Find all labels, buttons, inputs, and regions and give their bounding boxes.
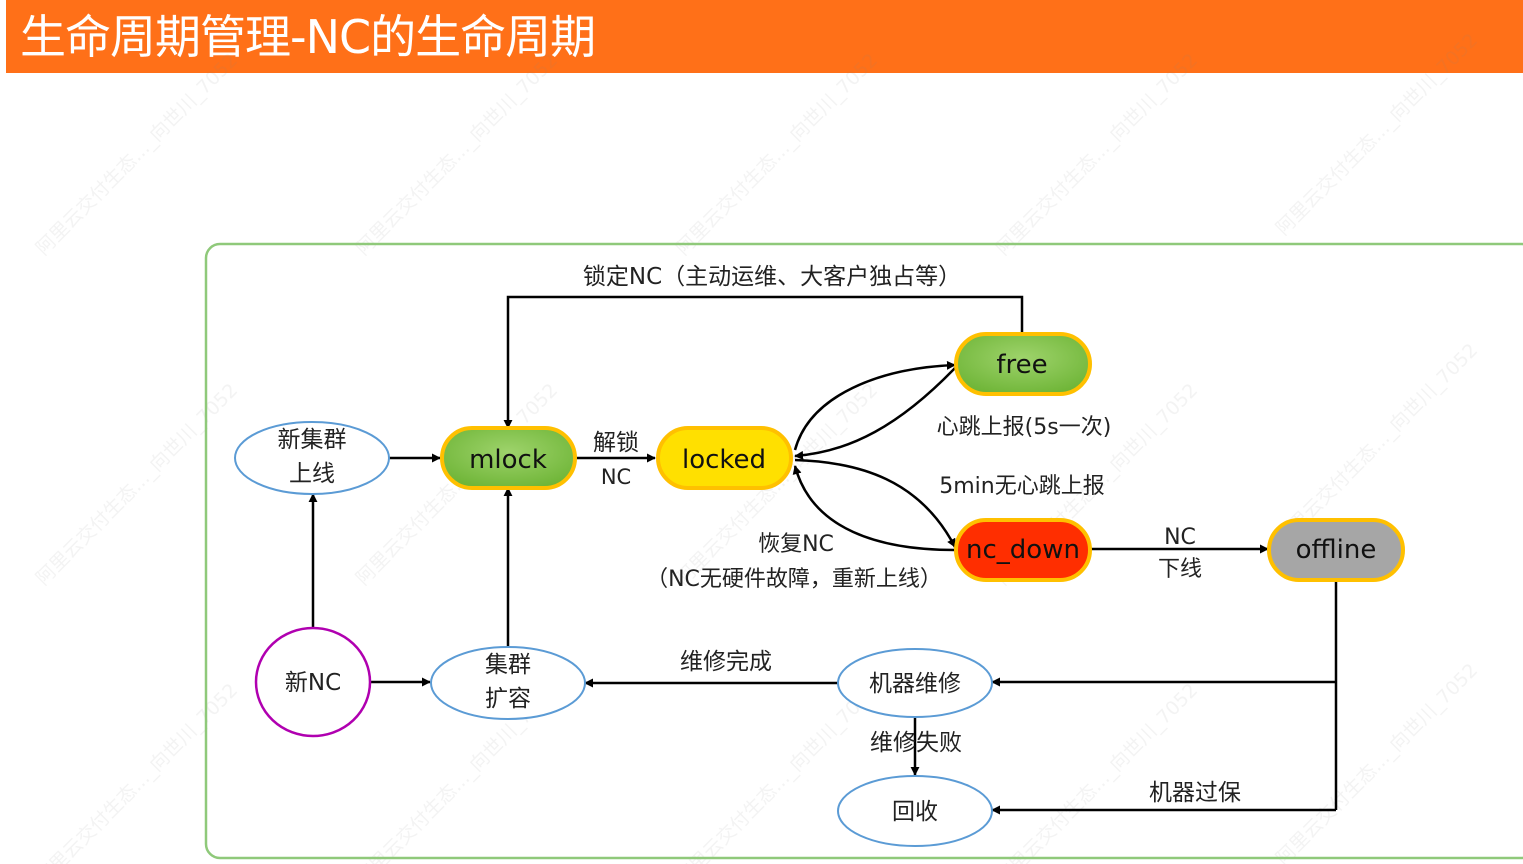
watermark-text: 阿里云交付生态..._向世川_7052 [352, 49, 562, 259]
node-machine-repair: 机器维修 [837, 648, 993, 718]
label-recover-line2: （NC无硬件故障，重新上线） [646, 567, 942, 592]
label-unlock-line2: NC [601, 465, 631, 489]
watermark-text: 阿里云交付生态..._向世川_7052 [992, 679, 1202, 864]
watermark-text: 阿里云交付生态..._向世川_7052 [1272, 29, 1482, 239]
diagram-frame [204, 242, 1523, 860]
state-free: free [954, 332, 1092, 396]
label-no-heartbeat: 5min无心跳上报 [939, 474, 1104, 499]
node-recycle-label: 回收 [892, 799, 938, 825]
node-machine-repair-label: 机器维修 [869, 671, 961, 697]
label-lock-nc: 锁定NC（主动运维、大客户独占等） [583, 264, 961, 290]
watermark-text: 阿里云交付生态..._向世川_7052 [32, 679, 242, 864]
node-new-cluster: 新集群 上线 [234, 421, 390, 495]
state-free-label: free [996, 350, 1047, 380]
watermark-text: 阿里云交付生态..._向世川_7052 [672, 679, 882, 864]
watermark-text: 阿里云交付生态..._向世川_7052 [32, 379, 242, 589]
node-cluster-expand-line1: 集群 [485, 652, 531, 678]
watermark-text: 阿里云交付生态..._向世川_7052 [672, 49, 882, 259]
edge-locked-free-b [794, 367, 956, 460]
state-nc-down: nc_down [954, 518, 1092, 582]
state-nc-down-label: nc_down [966, 535, 1080, 565]
state-offline: offline [1267, 518, 1405, 582]
label-offline-line2: 下线 [1158, 557, 1202, 582]
watermark-text: 阿里云交付生态..._向世川_7052 [1272, 659, 1482, 864]
label-unlock-line1: 解锁 [593, 430, 639, 456]
edge-locked-ncdown-a [794, 458, 957, 548]
label-repair-done: 维修完成 [680, 649, 772, 675]
label-heartbeat: 心跳上报(5s一次) [937, 415, 1112, 440]
label-warranty-expired: 机器过保 [1149, 780, 1241, 806]
state-offline-label: offline [1296, 535, 1377, 565]
label-offline-line1: NC [1164, 525, 1196, 550]
header-bar: 生命周期管理-NC的生命周期 [6, 0, 1523, 73]
node-new-nc: 新NC [254, 626, 372, 738]
node-recycle: 回收 [837, 775, 993, 847]
node-new-cluster-line1: 新集群 [278, 427, 347, 453]
node-cluster-expand-line2: 扩容 [485, 686, 531, 712]
edge-locked-free-a [793, 360, 956, 451]
state-locked: locked [656, 426, 793, 490]
watermark-text: 阿里云交付生态..._向世川_7052 [992, 49, 1202, 259]
node-new-nc-label: 新NC [285, 670, 341, 696]
node-new-cluster-line2: 上线 [289, 461, 335, 487]
label-recover-line1: 恢复NC [758, 532, 834, 557]
state-mlock-label: mlock [469, 445, 547, 475]
label-repair-failed: 维修失败 [870, 730, 962, 756]
watermark-text: 阿里云交付生态..._向世川_7052 [32, 49, 242, 259]
edge-lock-nc [503, 295, 1024, 429]
page-title: 生命周期管理-NC的生命周期 [20, 10, 596, 64]
node-cluster-expand: 集群 扩容 [430, 646, 586, 720]
state-mlock: mlock [440, 426, 577, 490]
state-locked-label: locked [682, 445, 766, 475]
edge-locked-ncdown-b [792, 465, 956, 552]
